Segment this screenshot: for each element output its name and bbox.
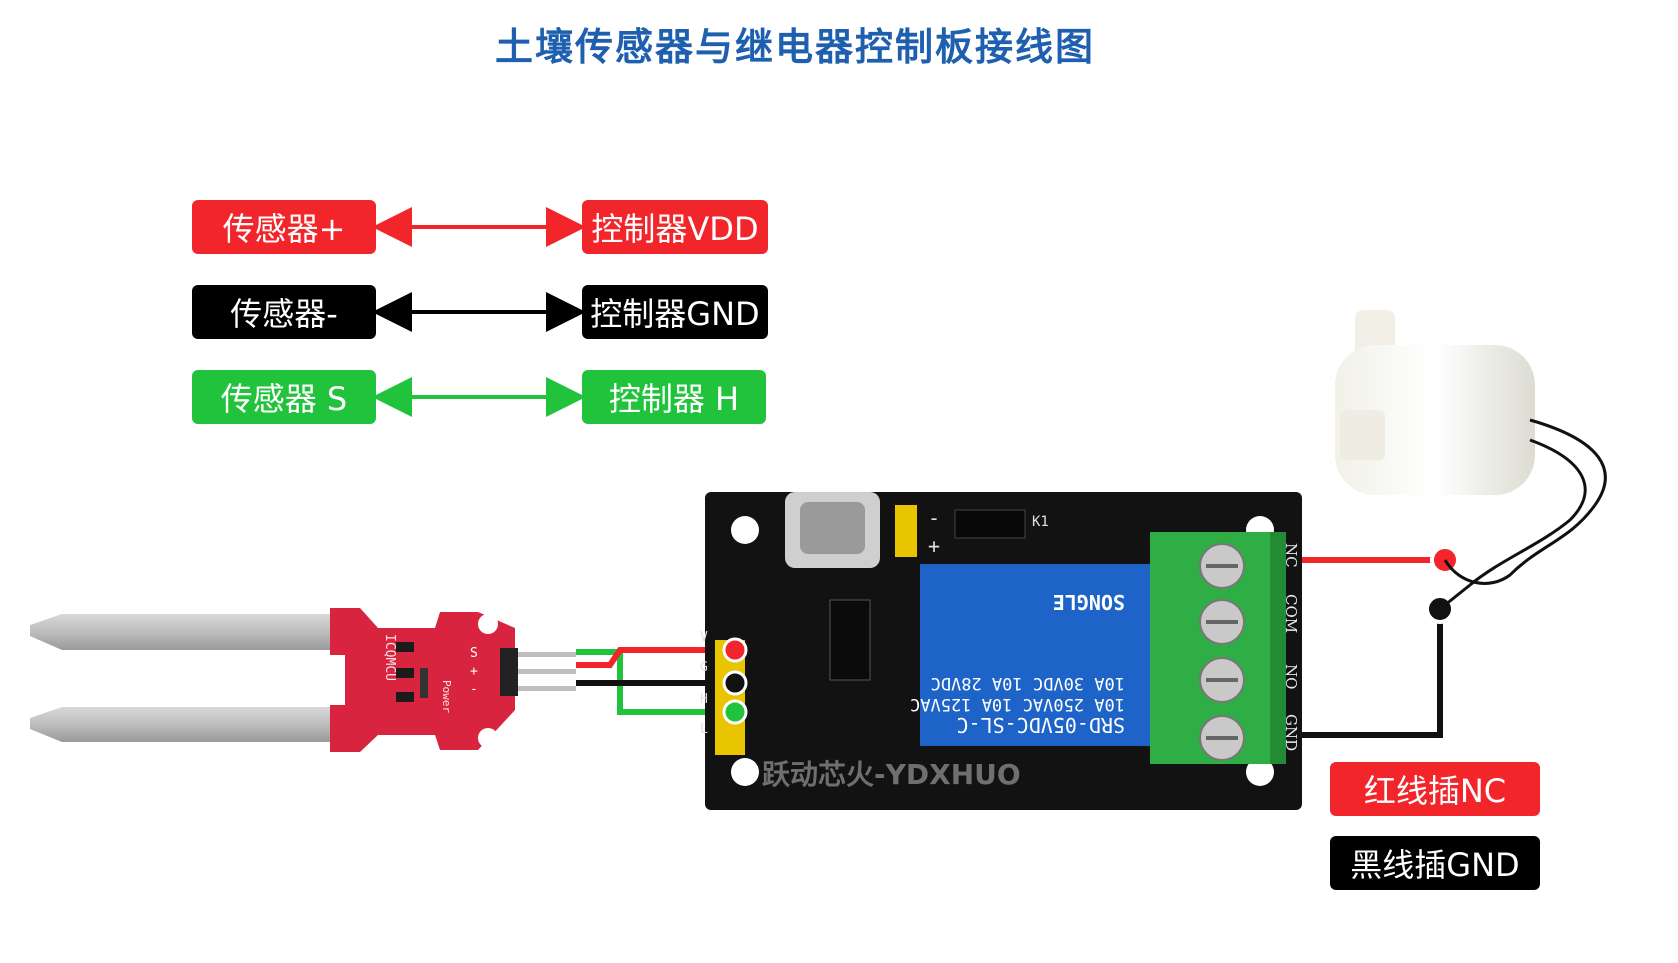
page-title: 土壤传感器与继电器控制板接线图 (494, 25, 1095, 69)
terminal-label-nc: NC (1282, 543, 1300, 568)
sensor-pin-s: S (470, 646, 478, 661)
terminal-label-com: COM (1282, 594, 1300, 634)
water-pump (1335, 310, 1607, 611)
relay-model: SRD-05VDC-SL-C (956, 713, 1125, 737)
terminal-label-no: NO (1282, 664, 1300, 690)
header-pin-v: V (700, 630, 708, 645)
header-pin-h: H (700, 692, 708, 707)
jumper-mark-minus: - (928, 506, 941, 530)
relay-ref: K1 (1032, 514, 1049, 530)
pin-g-dot (722, 670, 748, 696)
header-pin-l: L (700, 722, 708, 737)
terminal-screws (1199, 543, 1245, 761)
sensor-label: ICQMCU (381, 634, 397, 681)
board-brand: 跃动芯火-YDXHUO (762, 758, 1021, 791)
pin-v-dot (722, 637, 748, 663)
relay-markings: SRD-05VDC-SL-C 10A 250VAC 10A 125VAC 10A… (905, 555, 1125, 737)
legend-sensor-minus: 传感器- (192, 285, 376, 339)
header-pin-g: G (700, 660, 708, 675)
legend-sensor-s: 传感器 S (192, 370, 376, 424)
sensor-pin-minus: - (470, 682, 478, 697)
jumper-mark-plus: + (928, 534, 941, 558)
relay-rating-dc: 10A 30VDC 10A 28VDC (930, 673, 1125, 693)
wire-red (576, 647, 735, 668)
terminal-label-gnd: GND (1282, 714, 1300, 752)
relay-brand: SONGLE (1052, 590, 1125, 614)
pin-h-dot (722, 699, 748, 725)
soil-sensor (30, 608, 576, 752)
legend-controller-gnd: 控制器GND (582, 285, 768, 339)
pump-black-wire-label: 黑线插GND (1330, 836, 1540, 890)
legend-controller-vdd: 控制器VDD (582, 200, 768, 254)
wire-gnd-black (1302, 609, 1443, 738)
sensor-power-label: Power (440, 679, 454, 714)
legend-sensor-plus: 传感器+ (192, 200, 376, 254)
relay-board (705, 492, 1302, 810)
legend-controller-h: 控制器 H (582, 370, 766, 424)
relay-rating-ac: 10A 250VAC 10A 125VAC (910, 694, 1125, 714)
pump-red-wire-label: 红线插NC (1330, 762, 1540, 816)
sensor-pin-plus: + (470, 664, 478, 679)
